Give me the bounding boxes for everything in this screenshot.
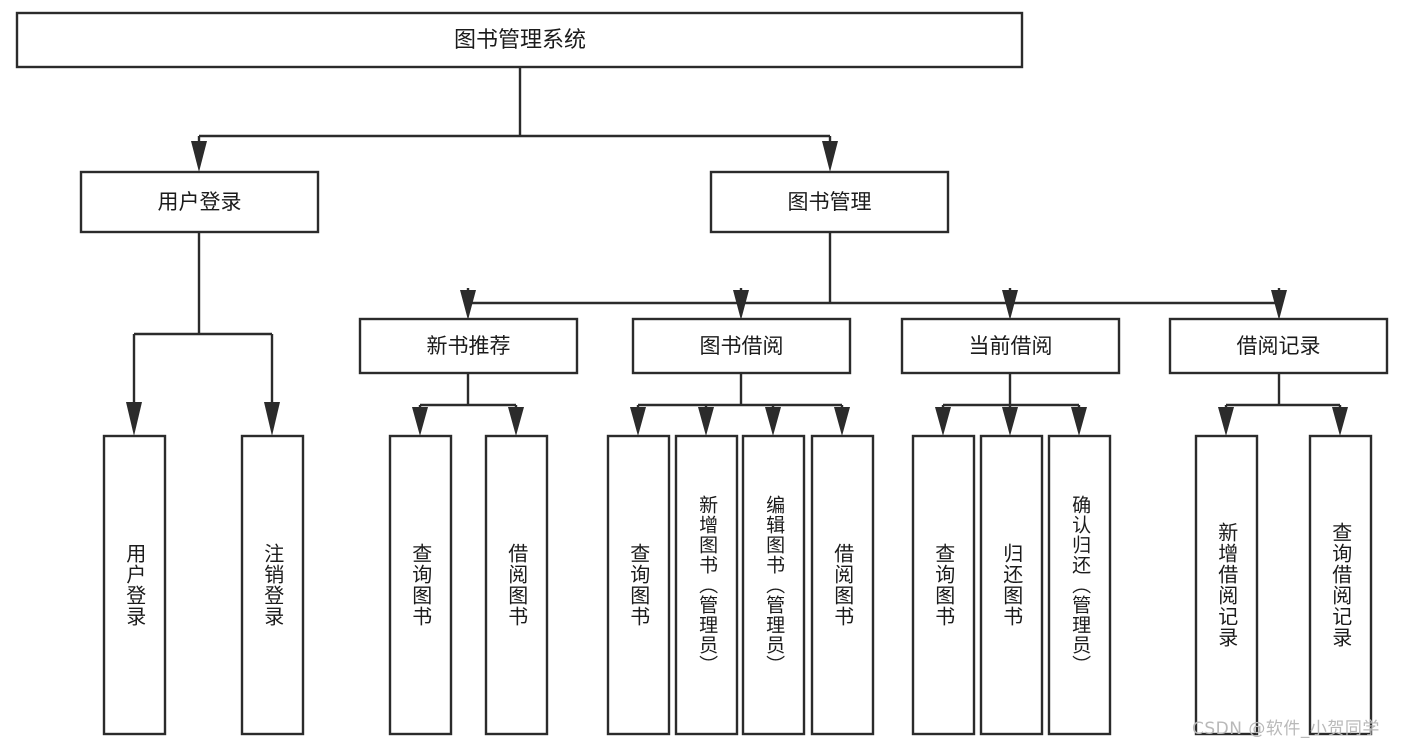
node-leaf-user-logout-box[interactable]	[240, 434, 305, 736]
node-leaf-add-book-box[interactable]	[674, 434, 739, 736]
arrow-head-leaf-edit-book	[765, 407, 781, 436]
node-book-borrow-label: 图书借阅	[700, 334, 784, 358]
arrow-head-leaf-user-login	[126, 402, 142, 436]
node-leaf-edit-book-box[interactable]	[741, 434, 806, 736]
arrow-head-leaf-add-book	[698, 407, 714, 436]
node-book-borrow-box[interactable]	[631, 317, 852, 375]
node-root[interactable]: 图书管理系统	[15, 11, 1024, 69]
node-book-manage[interactable]: 图书管理	[709, 170, 950, 234]
node-leaf-query-book-2-box[interactable]	[606, 434, 671, 736]
arrow-head-leaf-add-record	[1218, 407, 1234, 436]
arrow-head-book-manage	[822, 141, 838, 172]
node-root-box[interactable]	[15, 11, 1024, 69]
node-leaf-borrow-book-2-box[interactable]	[810, 434, 875, 736]
arrow-head-user-login	[191, 141, 207, 172]
arrow-head-leaf-query-book-3	[935, 407, 951, 436]
csdn-watermark: CSDN @软件_小贺同学	[1192, 719, 1380, 739]
arrow-head-leaf-query-book-2	[630, 407, 646, 436]
arrow-head-book-borrow	[733, 290, 749, 320]
node-leaf-query-record-box[interactable]	[1308, 434, 1373, 736]
node-book-manage-box[interactable]	[709, 170, 950, 234]
leaf-node-group	[102, 434, 1373, 736]
arrow-head-current-borrow	[1002, 290, 1018, 320]
node-borrow-record-box[interactable]	[1168, 317, 1389, 375]
node-leaf-return-book-box[interactable]	[979, 434, 1044, 736]
node-root-label: 图书管理系统	[454, 28, 586, 53]
node-leaf-query-book-3-box[interactable]	[911, 434, 976, 736]
node-new-book-recommend-box[interactable]	[358, 317, 579, 375]
arrow-head-new-book-recommend	[460, 290, 476, 320]
arrow-head-leaf-borrow-book-1	[508, 407, 524, 436]
node-new-book-recommend[interactable]: 新书推荐	[358, 317, 579, 375]
node-current-borrow[interactable]: 当前借阅	[900, 317, 1121, 375]
node-current-borrow-label: 当前借阅	[969, 334, 1053, 358]
node-new-book-recommend-label: 新书推荐	[427, 334, 511, 358]
node-leaf-user-login-box[interactable]	[102, 434, 167, 736]
node-user-login[interactable]: 用户登录	[79, 170, 320, 234]
node-book-manage-label: 图书管理	[788, 190, 872, 214]
connector-group	[126, 67, 1348, 436]
arrow-head-leaf-query-book-1	[412, 407, 428, 436]
node-leaf-confirm-return-box[interactable]	[1047, 434, 1112, 736]
node-current-borrow-box[interactable]	[900, 317, 1121, 375]
arrow-head-leaf-confirm-return	[1071, 407, 1087, 436]
node-borrow-record-label: 借阅记录	[1237, 334, 1321, 358]
arrow-head-leaf-borrow-book-2	[834, 407, 850, 436]
node-book-borrow[interactable]: 图书借阅	[631, 317, 852, 375]
arrow-head-borrow-record	[1271, 290, 1287, 320]
node-leaf-borrow-book-1-box[interactable]	[484, 434, 549, 736]
node-user-login-box[interactable]	[79, 170, 320, 234]
node-leaf-add-record-box[interactable]	[1194, 434, 1259, 736]
arrow-head-leaf-user-logout	[264, 402, 280, 436]
arrow-head-leaf-return-book	[1002, 407, 1018, 436]
node-borrow-record[interactable]: 借阅记录	[1168, 317, 1389, 375]
arrow-head-leaf-query-record	[1332, 407, 1348, 436]
node-user-login-label: 用户登录	[158, 190, 242, 214]
node-leaf-query-book-1-box[interactable]	[388, 434, 453, 736]
